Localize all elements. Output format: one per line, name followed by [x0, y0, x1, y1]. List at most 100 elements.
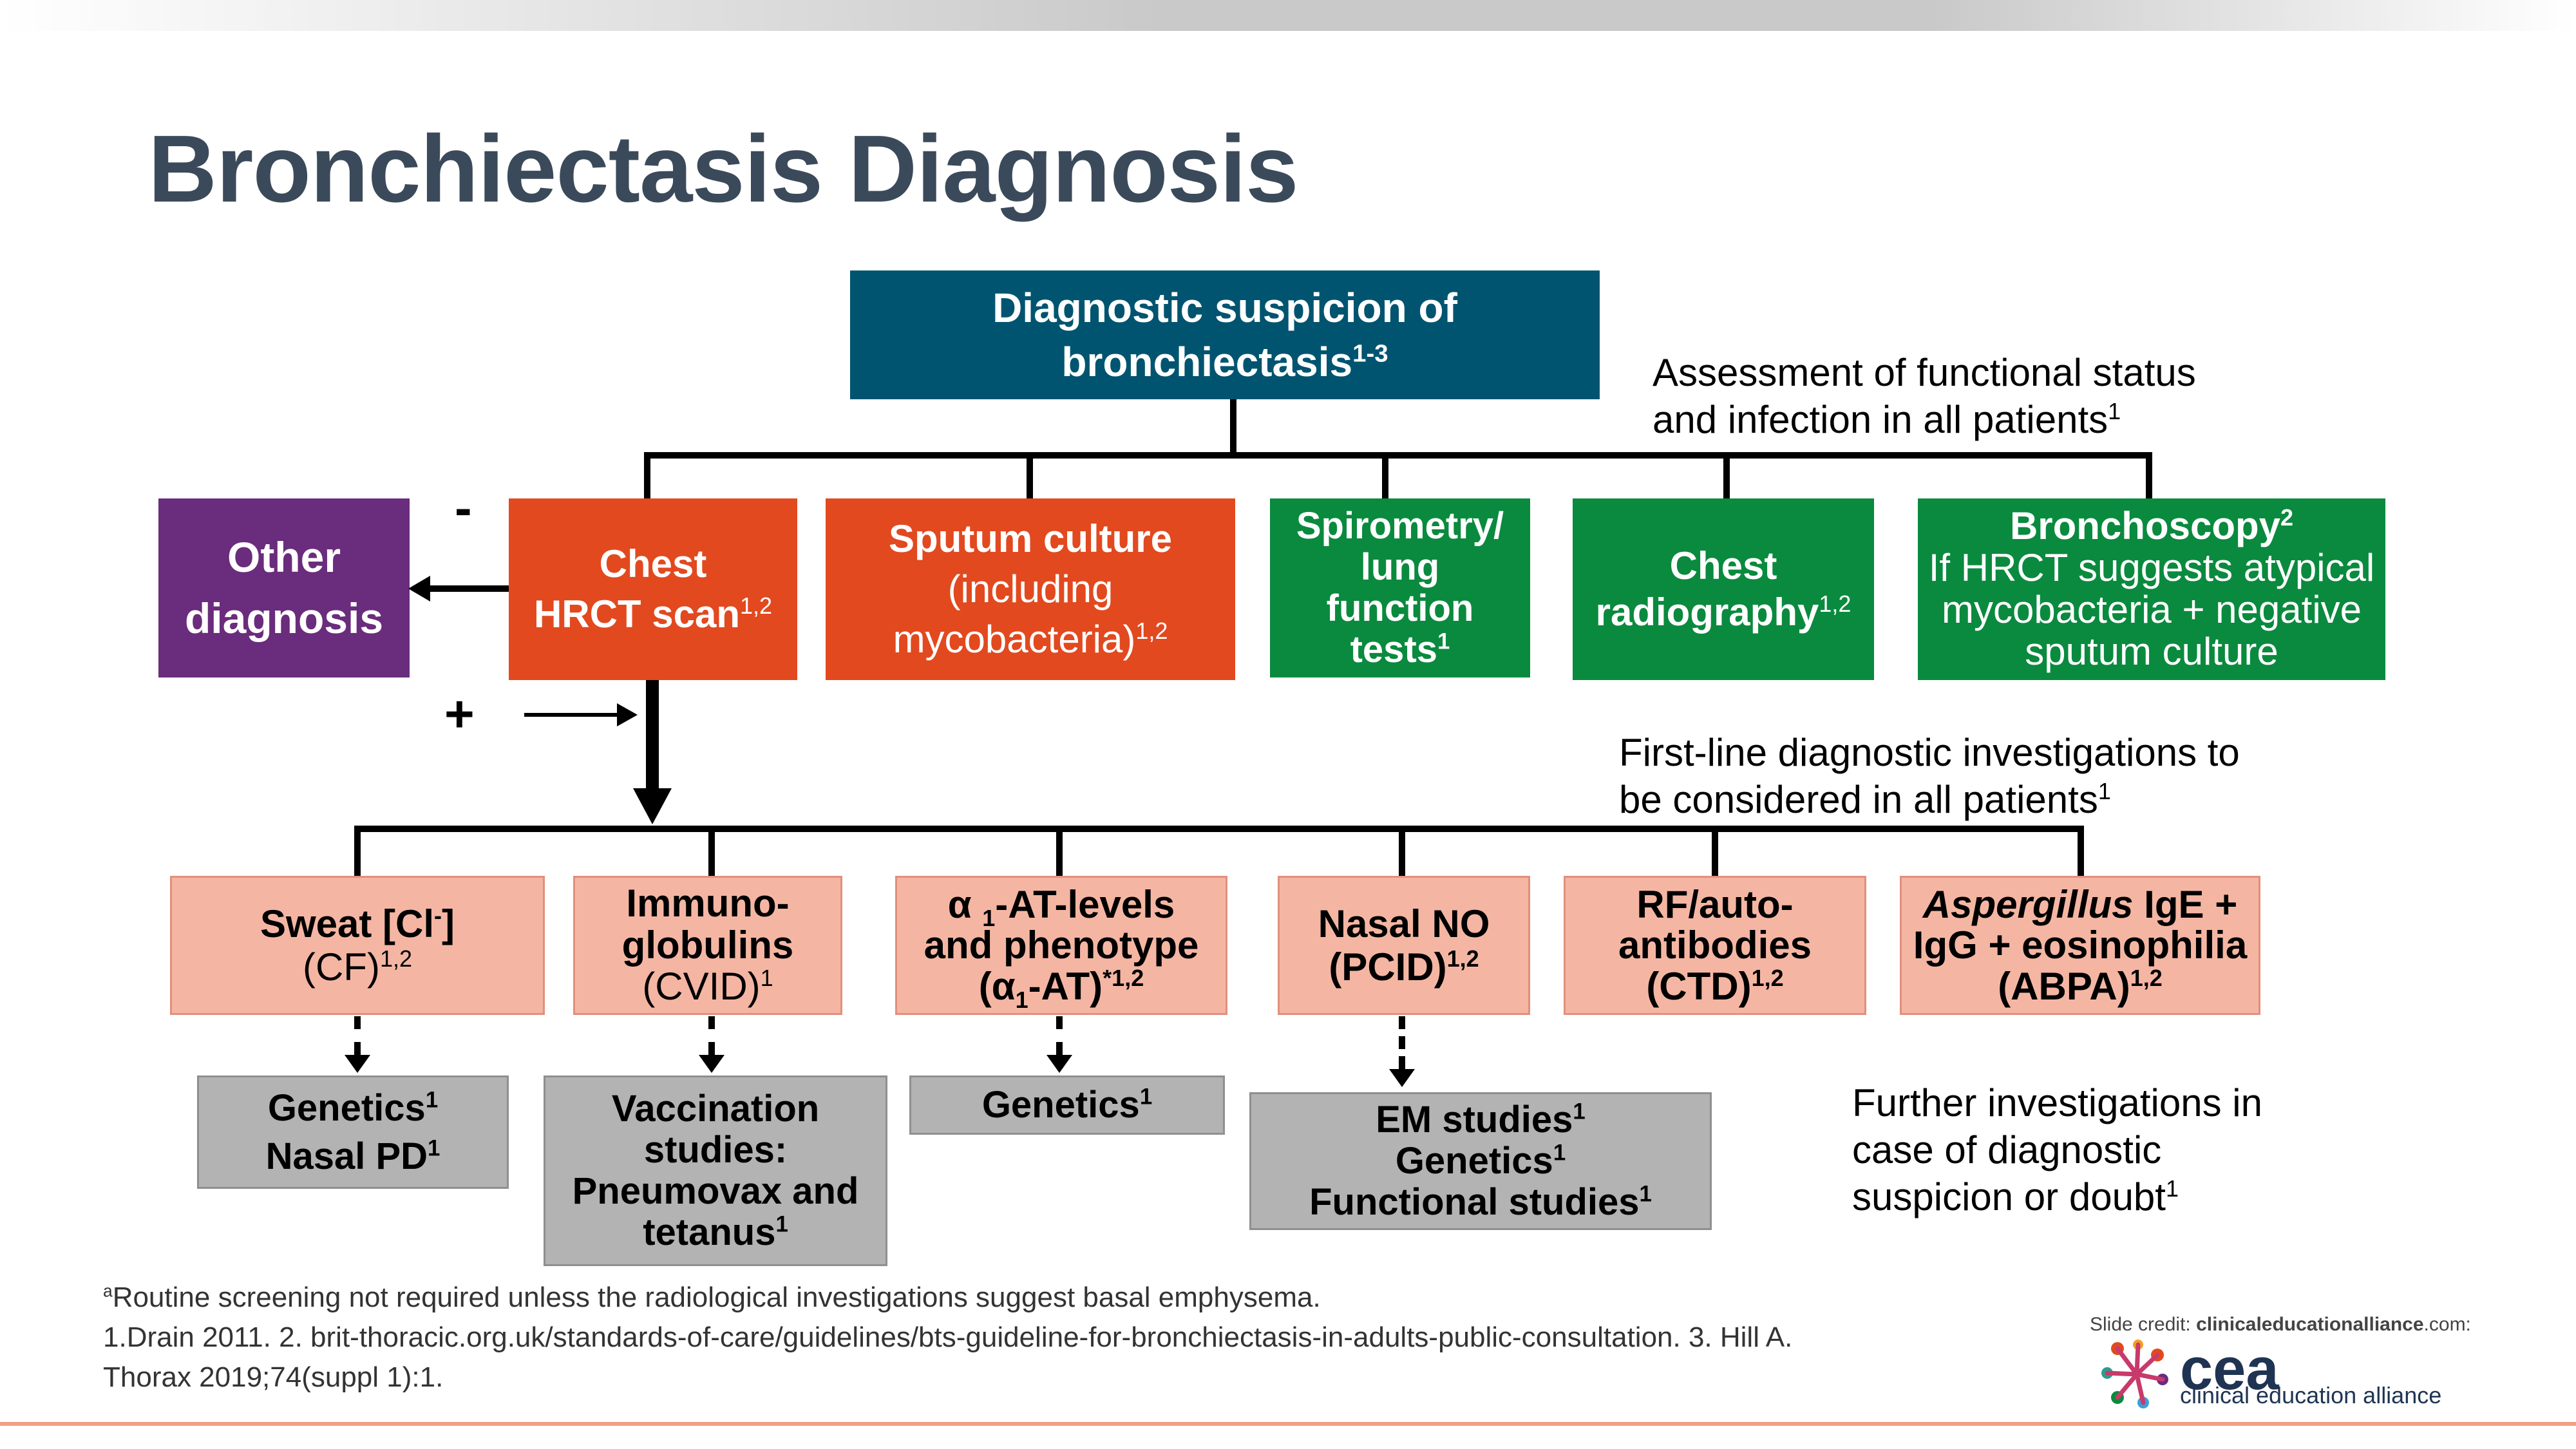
connector-to-nasal-no — [1399, 826, 1405, 877]
em-line1-sup: 1 — [1573, 1099, 1586, 1124]
spirometry-line2: lung — [1360, 546, 1440, 589]
footnote-marker: a — [103, 1281, 113, 1301]
aspergillus-line2: IgG + eosinophilia — [1913, 923, 2248, 967]
sweat-line1-a: Sweat [Cl — [260, 902, 435, 945]
bronchoscopy-box: Bronchoscopy2 If HRCT suggests atypical … — [1918, 498, 2385, 680]
vaccination-line4: tetanus — [643, 1211, 776, 1253]
em-line3-sup: 1 — [1639, 1181, 1652, 1207]
spirometry-box: Spirometry/ lung function tests1 — [1270, 498, 1530, 677]
genetics-pd-line1: Genetics — [267, 1086, 426, 1129]
immuno-line1: Immuno- — [626, 881, 790, 925]
further-note-sup: 1 — [2165, 1175, 2179, 1202]
credit-prefix: Slide credit: — [2090, 1314, 2197, 1335]
bronchoscopy-line4: sputum culture — [2025, 629, 2278, 673]
aspergillus-line1-rest: IgE + — [2133, 882, 2238, 926]
vaccination-line2: studies: — [643, 1129, 788, 1171]
first-line-note-sup: 1 — [2098, 778, 2111, 805]
alpha-sup: *1,2 — [1103, 964, 1144, 991]
plus-arrow-head — [617, 703, 638, 726]
sweat-chloride-box: Sweat [Cl-] (CF)1,2 — [170, 876, 545, 1015]
bronchoscopy-line2: If HRCT suggests atypical — [1928, 546, 2375, 590]
sputum-culture-box: Sputum culture (including mycobacteria)1… — [826, 498, 1235, 680]
nasal-no-line1: Nasal NO — [1318, 902, 1490, 945]
top-gradient-bar — [0, 0, 2576, 31]
credit-suffix: .com: — [2423, 1314, 2471, 1335]
nasal-no-sup: 1,2 — [1446, 945, 1479, 972]
rf-autoantibodies-box: RF/auto- antibodies (CTD)1,2 — [1564, 876, 1866, 1015]
assessment-note-sup: 1 — [2108, 398, 2121, 425]
diagnostic-suspicion-line1: Diagnostic suspicion of — [992, 284, 1457, 331]
em-studies-box: EM studies1 Genetics1 Functional studies… — [1249, 1092, 1712, 1230]
sputum-line3: mycobacteria) — [893, 618, 1136, 661]
alpha-line2: and phenotype — [923, 923, 1199, 967]
connector-top-vertical — [1230, 399, 1236, 456]
other-diagnosis-box: Other diagnosis — [158, 498, 410, 677]
rf-line3: (CTD) — [1646, 964, 1752, 1008]
aspergillus-sup: 1,2 — [2130, 964, 2163, 991]
minus-sign: - — [455, 479, 472, 536]
assessment-note: Assessment of functional status and infe… — [1653, 349, 2196, 443]
diagnostic-suspicion-line2: bronchiectasis — [1061, 339, 1353, 385]
vaccination-line3: Pneumovax and — [572, 1170, 859, 1212]
bronchoscopy-sup: 2 — [2280, 504, 2294, 531]
vaccination-line1: Vaccination — [611, 1088, 820, 1130]
bronchoscopy-line1: Bronchoscopy — [2009, 504, 2281, 548]
footnote-text: Routine screening not required unless th… — [112, 1282, 1321, 1313]
other-diagnosis-line2: diagnosis — [184, 594, 384, 642]
references-line2: Thorax 2019;74(suppl 1):1. — [103, 1361, 444, 1393]
dashed-arrow-nasal-head — [1389, 1069, 1415, 1087]
dashed-arrow-nasal — [1399, 1016, 1405, 1069]
dashed-arrow-sweat — [354, 1016, 361, 1055]
connector-to-rf — [1712, 826, 1718, 877]
alpha-line1-sub: 1 — [982, 904, 996, 931]
dashed-arrow-alpha-head — [1046, 1055, 1072, 1073]
dashed-arrow-immuno-head — [699, 1055, 724, 1073]
first-line-note: First-line diagnostic investigations to … — [1619, 729, 2240, 823]
sputum-sup: 1,2 — [1135, 618, 1168, 644]
other-diagnosis-line1: Other — [227, 533, 341, 582]
connector-to-bronchoscopy — [2146, 452, 2152, 498]
immuno-sup: 1 — [760, 965, 773, 992]
alpha-line1-a: α — [947, 882, 983, 926]
spirometry-sup: 1 — [1437, 629, 1450, 654]
chest-hrct-line1: Chest — [599, 542, 707, 585]
radiography-sup: 1,2 — [1819, 591, 1852, 617]
chest-radiography-box: Chest radiography1,2 — [1573, 498, 1874, 680]
immuno-line2: globulins — [621, 923, 794, 967]
em-line2-sup: 1 — [1553, 1140, 1566, 1166]
connector-to-sweat — [354, 826, 361, 877]
alpha1-at-box: α 1-AT-levels and phenotype (α1-AT)*1,2 — [895, 876, 1227, 1015]
further-note-line1: Further investigations in — [1852, 1081, 2262, 1124]
arrow-to-other-head — [408, 576, 430, 601]
alpha-line3-b: -AT) — [1028, 964, 1103, 1008]
genetics-pd-line2: Nasal PD — [265, 1135, 428, 1177]
first-line-note-line1: First-line diagnostic investigations to — [1619, 731, 2240, 774]
cea-logo-icon — [2101, 1340, 2168, 1408]
further-note-line2: case of diagnostic — [1852, 1128, 2162, 1172]
hrct-down-arrow-shaft — [646, 680, 659, 793]
connector-to-spirometry — [1382, 452, 1388, 498]
arrow-to-other-shaft — [425, 585, 509, 592]
sputum-line1: Sputum culture — [888, 517, 1172, 560]
bottom-accent-line — [0, 1422, 2576, 1426]
vaccination-sup: 1 — [775, 1211, 788, 1237]
dashed-arrow-sweat-head — [345, 1055, 370, 1073]
credit-site: clinicaleducationalliance — [2196, 1314, 2424, 1335]
aspergillus-line3: (ABPA) — [1998, 964, 2130, 1008]
slide-credit: Slide credit: clinicaleducationalliance.… — [2090, 1314, 2471, 1336]
cea-logo-subtitle: clinical education alliance — [2180, 1382, 2442, 1408]
em-line3: Functional studies — [1309, 1180, 1640, 1223]
rf-sup: 1,2 — [1751, 964, 1784, 991]
connector-to-alpha — [1056, 826, 1063, 877]
spirometry-line4: tests — [1350, 628, 1438, 670]
genetics-pd-line2-sup: 1 — [428, 1135, 440, 1161]
genetics-box: Genetics1 — [909, 1075, 1225, 1135]
diagnostic-suspicion-box: Diagnostic suspicion of bronchiectasis1-… — [850, 270, 1600, 399]
spirometry-line3: function — [1326, 587, 1474, 629]
aspergillus-italic: Aspergillus — [1922, 882, 2134, 926]
further-investigations-note: Further investigations in case of diagno… — [1852, 1079, 2262, 1221]
alpha-line3-sub: 1 — [1015, 986, 1028, 1013]
assessment-note-line2: and infection in all patients — [1653, 398, 2108, 442]
connector-to-immuno — [708, 826, 715, 877]
sputum-line2: (including — [947, 567, 1113, 611]
